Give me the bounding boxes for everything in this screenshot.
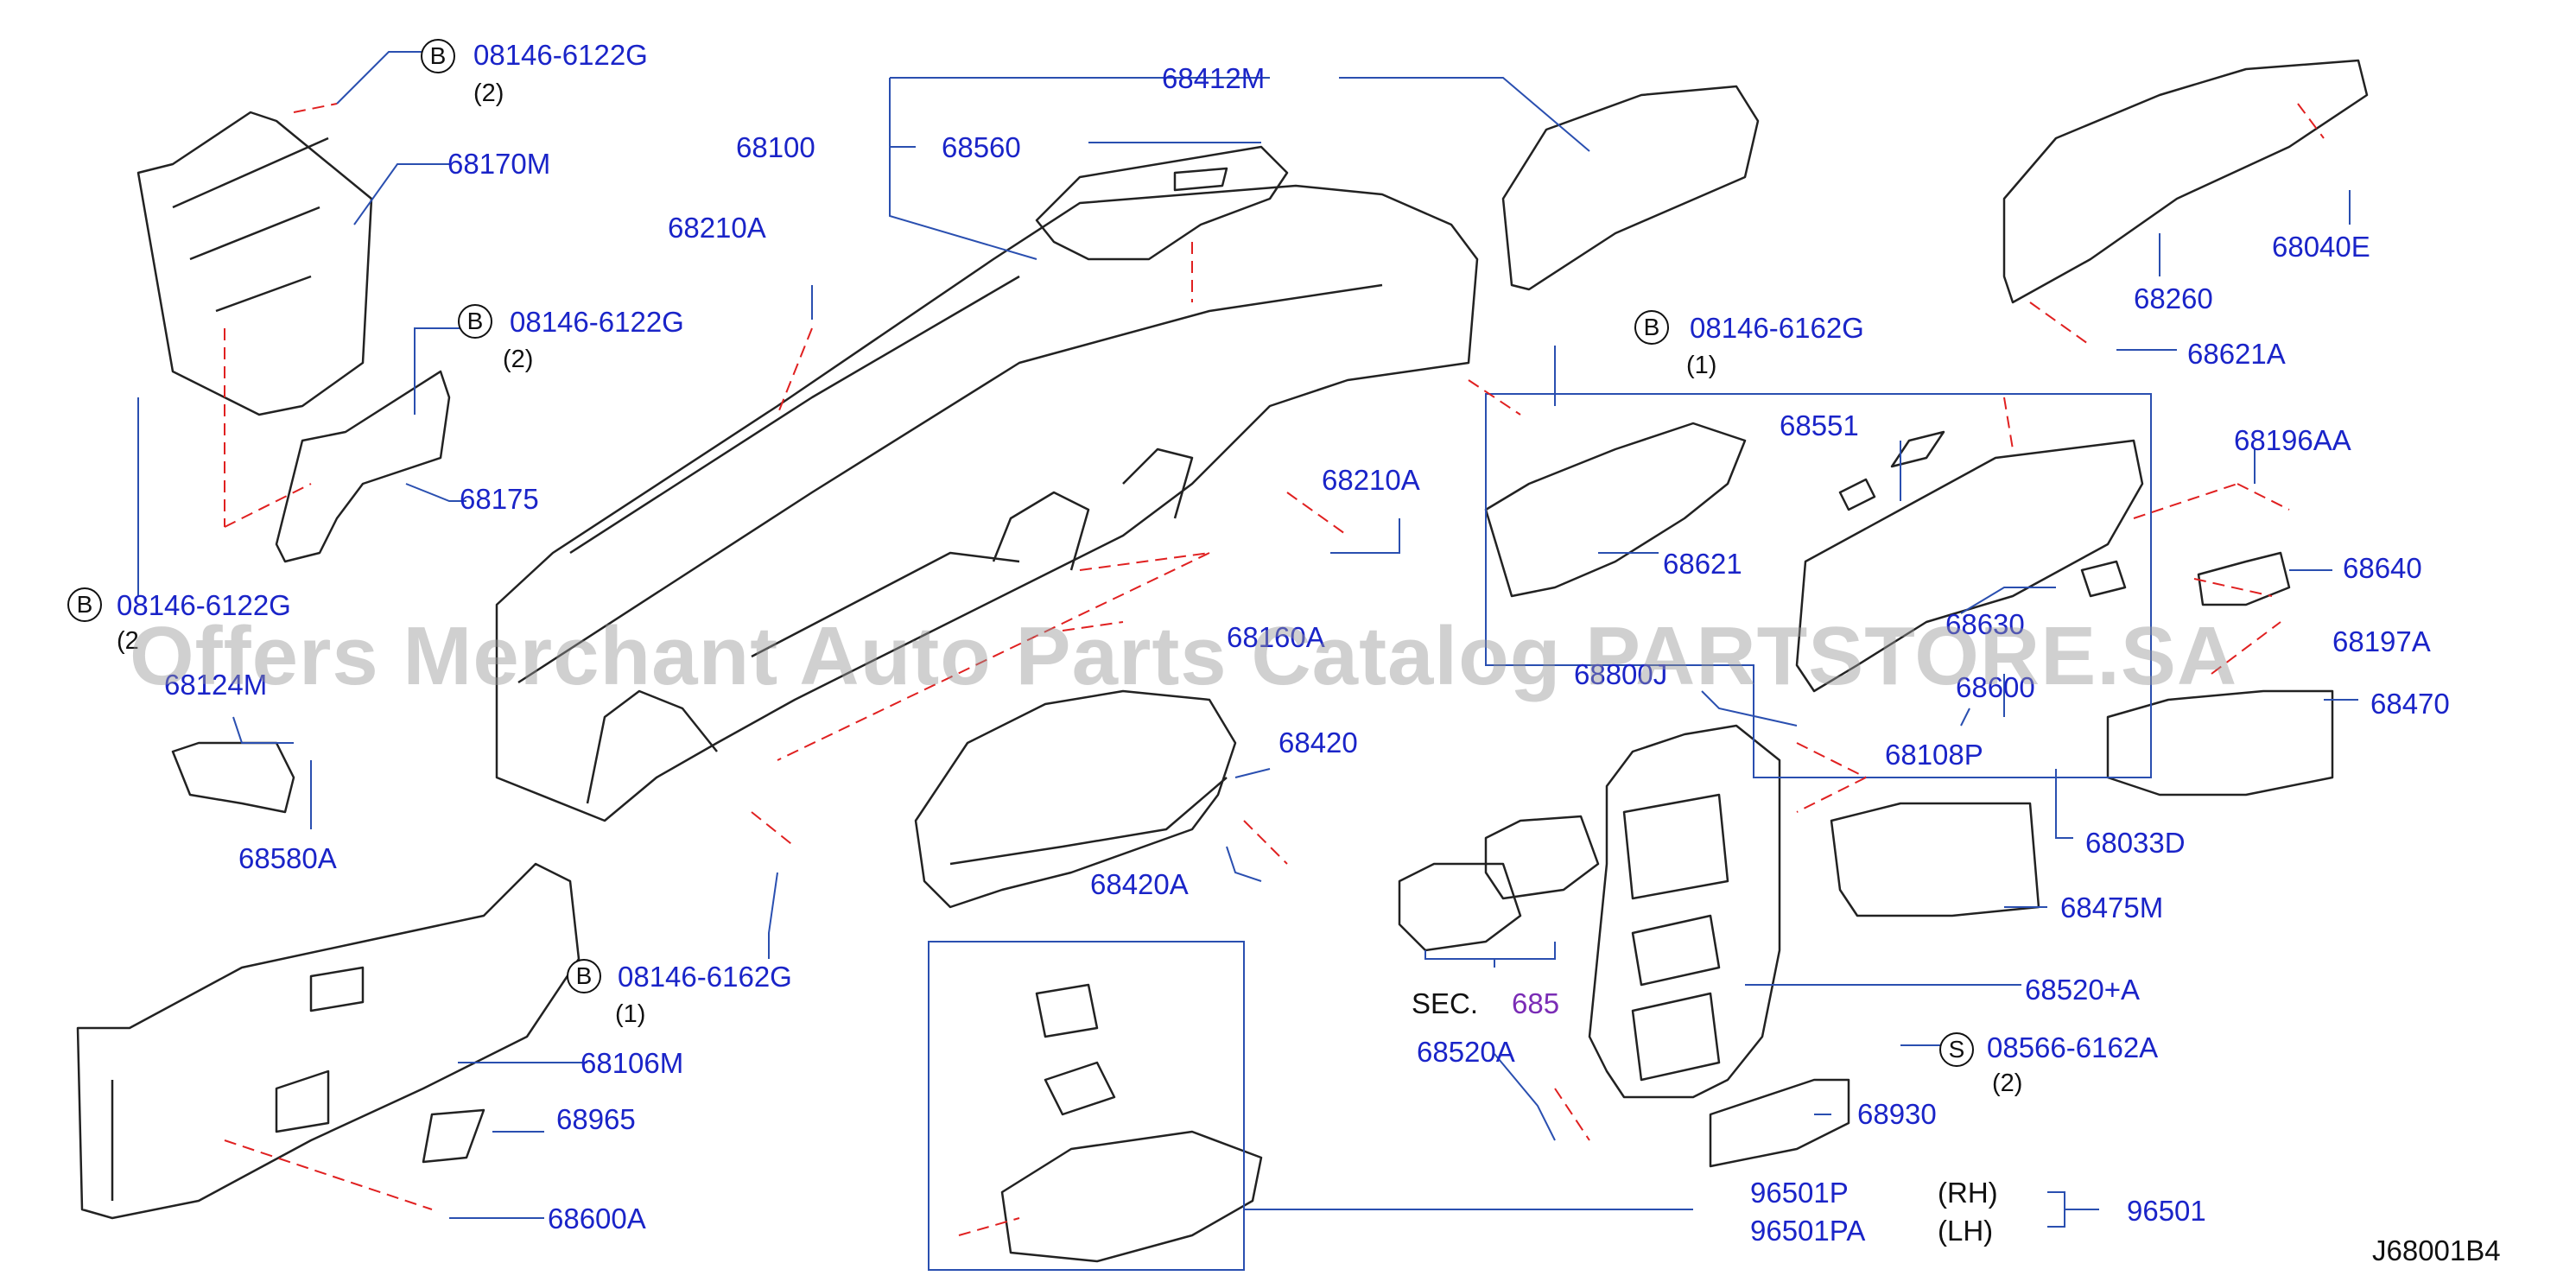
s-badge: S <box>1939 1032 1974 1067</box>
part-qty: (2) <box>1992 1069 2023 1097</box>
part-label-68551[interactable]: 68551 <box>1780 409 1859 441</box>
part-label-08146-6162G[interactable]: 08146-6162G <box>618 961 792 993</box>
part-label-68580A[interactable]: 68580A <box>238 842 337 874</box>
b-badge: B <box>67 587 102 622</box>
b-badge: B <box>1634 310 1669 345</box>
b-badge: B <box>421 39 455 73</box>
section-prefix: SEC. <box>1412 987 1479 1019</box>
part-qty: (1) <box>615 1000 646 1028</box>
part-label-08566-6162A[interactable]: 08566-6162A <box>1987 1031 2159 1063</box>
part-qty: (2 <box>117 627 139 655</box>
part-label-68196AA[interactable]: 68196AA <box>2234 424 2351 456</box>
bracket-68175-shape <box>275 370 451 563</box>
part-label-68160A[interactable]: 68160A <box>1227 621 1325 653</box>
part-label-68412M[interactable]: 68412M <box>1162 62 1266 94</box>
glovebox-lid-shape <box>1795 439 2144 693</box>
center-cluster-shape <box>1588 724 1781 1099</box>
part-label-08146-6122G[interactable]: 08146-6122G <box>510 306 684 338</box>
variant-rh-label: (RH) <box>1938 1177 1998 1209</box>
part-label-68470[interactable]: 68470 <box>2370 688 2450 720</box>
part-qty: (1) <box>1686 352 1717 379</box>
variant-lh-label: (LH) <box>1938 1215 1994 1247</box>
diagram-code: J68001B4 <box>2372 1234 2501 1266</box>
glovebox-upper-shape <box>1484 422 1747 598</box>
part-label-08146-6122G[interactable]: 08146-6122G <box>473 39 648 71</box>
section-link[interactable]: 685 <box>1512 987 1560 1019</box>
part-label-68800J[interactable]: 68800J <box>1574 658 1668 690</box>
b-badge: B <box>458 304 492 339</box>
part-qty: (2) <box>503 346 534 373</box>
part-label-96501[interactable]: 96501 <box>2127 1195 2206 1227</box>
glovebox-frame-shape <box>2002 59 2369 304</box>
part-label-68520A[interactable]: 68520A <box>1417 1036 1515 1068</box>
vent-right-shape <box>1484 815 1600 900</box>
part-label-68420A[interactable]: 68420A <box>1090 868 1189 900</box>
side-bracket-shape <box>136 111 373 416</box>
part-label-68210A[interactable]: 68210A <box>668 212 766 244</box>
part-label-68621A[interactable]: 68621A <box>2187 338 2286 370</box>
part-label-68930[interactable]: 68930 <box>1857 1098 1937 1130</box>
part-label-68106M[interactable]: 68106M <box>581 1047 684 1079</box>
part-label-68621[interactable]: 68621 <box>1663 548 1742 580</box>
panel-top-cover-shape <box>1501 85 1760 291</box>
part-label-68040E[interactable]: 68040E <box>2272 231 2370 263</box>
part-label-68640[interactable]: 68640 <box>2343 552 2422 584</box>
part-label-08146-6122G[interactable]: 08146-6122G <box>117 589 291 621</box>
part-label-68260[interactable]: 68260 <box>2134 282 2213 314</box>
watermark: Offers Merchant Auto Parts Catalog PARTS… <box>130 610 2238 702</box>
instrument-panel-shape <box>495 184 1479 822</box>
part-label-68560[interactable]: 68560 <box>942 131 1021 163</box>
b-badge: B <box>567 959 601 993</box>
part-label-68124M[interactable]: 68124M <box>164 669 268 701</box>
vent-left-shape <box>1398 862 1522 952</box>
part-label-68175[interactable]: 68175 <box>460 483 539 515</box>
part-label-68210A[interactable]: 68210A <box>1322 464 1420 496</box>
part-label-68420[interactable]: 68420 <box>1278 727 1358 758</box>
part-label-68108P[interactable]: 68108P <box>1885 739 1983 771</box>
part-label-08146-6162G[interactable]: 08146-6162G <box>1690 312 1864 344</box>
meter-hood-shape <box>1035 145 1289 261</box>
part-label-68197A[interactable]: 68197A <box>2332 625 2431 657</box>
part-label-68100[interactable]: 68100 <box>736 131 815 163</box>
part-label-68630[interactable]: 68630 <box>1945 608 2025 640</box>
part-label-68033D[interactable]: 68033D <box>2085 827 2186 859</box>
part-label-68965[interactable]: 68965 <box>556 1103 636 1135</box>
part-label-68170M[interactable]: 68170M <box>447 148 551 180</box>
part-label-68475M[interactable]: 68475M <box>2060 892 2164 923</box>
part-qty: (2) <box>473 79 504 107</box>
part-label-68600A[interactable]: 68600A <box>548 1203 646 1234</box>
part-label-96501P[interactable]: 96501P <box>1750 1177 1849 1209</box>
cluster-lid-shape <box>914 689 1237 909</box>
part-label-96501PA[interactable]: 96501PA <box>1750 1215 1866 1247</box>
part-label-68520plusA[interactable]: 68520+A <box>2025 974 2141 1006</box>
part-label-68600[interactable]: 68600 <box>1956 671 2035 703</box>
